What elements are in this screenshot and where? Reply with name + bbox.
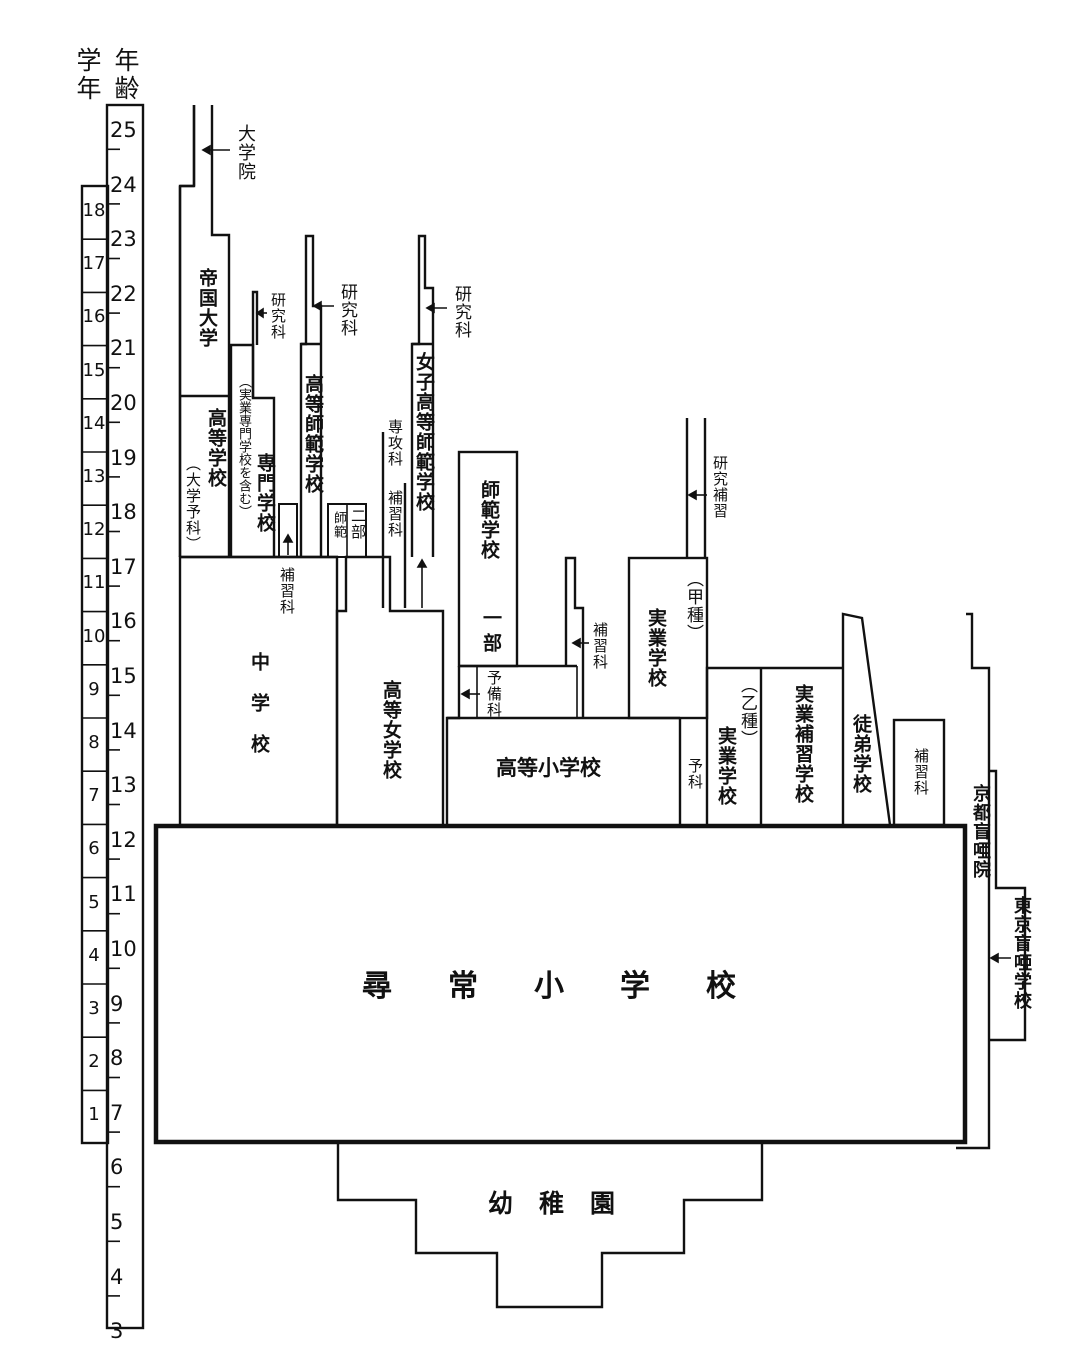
supplementary-course-3-label: 補習科	[591, 622, 609, 670]
age-tick-label: 23	[110, 227, 137, 252]
graduate-school-label: 大学院	[235, 124, 256, 181]
research-course-2-label: 研究科	[337, 283, 357, 337]
grade-tick-label: 9	[88, 678, 100, 700]
age-tick-label: 12	[110, 827, 137, 852]
age-tick-label: 6	[110, 1155, 124, 1180]
age-tick-label: 21	[110, 336, 137, 361]
kyoto-blind-deaf-frame	[956, 612, 991, 1150]
professional-school-label: 専門学校	[254, 453, 276, 533]
tokyo-blind-deaf-frame	[989, 769, 1027, 1042]
age-tick-label: 20	[110, 391, 137, 415]
preparatory-course-1-label: 予備科	[485, 670, 503, 718]
girls-high-school-label: 高等女学校	[380, 680, 402, 780]
imperial-university-label: 帝国大学	[196, 268, 218, 348]
women-higher-normal-label: 女子高等師範学校	[413, 352, 435, 512]
age-tick-label: 25	[110, 118, 137, 142]
normal-second-part-label: 二部	[349, 508, 367, 540]
age-tick-label: 7	[110, 1100, 124, 1125]
higher-school-sublabel: （大学予科）	[184, 456, 202, 552]
middle-school-label: 中学校	[248, 652, 270, 775]
age-tick-label: 19	[110, 445, 137, 470]
age-tick-label: 14	[110, 718, 137, 743]
age-tick-label: 11	[110, 882, 137, 907]
age-tick-label: 15	[110, 664, 137, 688]
ordinary-elementary-frame	[153, 823, 968, 1145]
preparatory-course-2-label: 予科	[686, 758, 704, 790]
age-tick-label: 5	[110, 1210, 124, 1234]
ordinary-elementary-label: 尋常小学校	[362, 969, 792, 1004]
grade-tick-label: 15	[82, 359, 106, 381]
grade-tick-label: 3	[88, 998, 100, 1019]
supplementary-course-1-label: 補習科	[278, 567, 296, 615]
grade-tick-label: 7	[88, 785, 100, 807]
apprentice-school-frame	[841, 612, 892, 826]
vocational-b-type-label: （乙種）	[737, 676, 757, 748]
kyoto-blind-deaf-label: 京都盲唖院	[970, 784, 991, 879]
grade-header-char-2: 年	[76, 74, 102, 103]
higher-normal-label: 高等師範学校	[302, 374, 324, 494]
grade-tick-label: 10	[82, 625, 106, 647]
grade-tick-label: 17	[82, 253, 106, 275]
higher-elementary-label: 高等小学校	[496, 756, 601, 780]
grade-tick-label: 11	[82, 572, 106, 594]
vocational-supplementary-label: 実業補習学校	[792, 684, 814, 804]
age-tick-label: 13	[110, 773, 137, 798]
grade-tick-label: 2	[88, 1051, 100, 1073]
grade-tick-label: 12	[82, 519, 106, 541]
girls-high-school-frame	[335, 555, 445, 825]
grade-tick-label: 14	[82, 412, 106, 434]
age-tick-label: 10	[110, 937, 137, 961]
grade-tick-label: 13	[82, 466, 106, 487]
age-tick-label: 16	[110, 609, 137, 634]
grade-tick-label: 1	[88, 1104, 100, 1126]
vocational-a-type-label: （甲種）	[683, 570, 703, 642]
research-supplementary-label: 研究補習	[711, 455, 729, 519]
grade-tick-label: 4	[88, 944, 100, 966]
higher-school-label: 高等学校	[205, 408, 227, 488]
age-header-char-1: 年	[114, 46, 140, 75]
age-tick-label: 18	[110, 500, 137, 525]
tokyo-blind-deaf-label: 東京盲唖学校	[1011, 896, 1032, 1010]
age-tick-label: 4	[110, 1264, 124, 1289]
supplementary-course-2-label: 補習科	[386, 490, 404, 538]
specialty-course-label: 専攻科	[386, 419, 404, 467]
age-tick-label: 8	[110, 1046, 124, 1071]
grade-tick-label: 5	[88, 891, 100, 913]
age-tick-label: 9	[110, 991, 124, 1016]
research-course-1-label: 研究科	[269, 292, 287, 340]
vocational-b-label: 実業学校	[715, 726, 737, 806]
kindergarten-label: 幼稚園	[488, 1189, 642, 1218]
grade-tick-label: 18	[82, 200, 106, 221]
kindergarten-frame	[336, 1142, 764, 1309]
vocational-a-frame	[627, 556, 709, 720]
normal-school-label: 師範学校	[478, 480, 500, 560]
apprentice-school-label: 徒弟学校	[850, 714, 872, 794]
supplementary-course-4-label: 補習科	[912, 748, 930, 796]
grade-tick-label: 16	[82, 306, 106, 328]
vocational-b-frame	[705, 666, 843, 825]
normal-first-part-label: 一部	[480, 608, 502, 658]
vocational-a-label: 実業学校	[645, 608, 667, 688]
normal-second-part-sublabel: 師範	[331, 511, 346, 539]
age-tick-label: 24	[110, 172, 137, 197]
age-tick-label: 22	[110, 281, 137, 306]
research-course-3-label: 研究科	[451, 285, 471, 339]
grade-header-char-1: 学	[76, 46, 102, 75]
age-tick-label: 3	[110, 1319, 124, 1344]
grade-tick-label: 8	[88, 732, 100, 753]
grade-tick-label: 6	[88, 838, 100, 860]
age-header-char-2: 齢	[114, 74, 140, 103]
professional-school-sublabel: （実業専門学校を含む）	[236, 375, 251, 518]
age-tick-label: 17	[110, 554, 137, 579]
